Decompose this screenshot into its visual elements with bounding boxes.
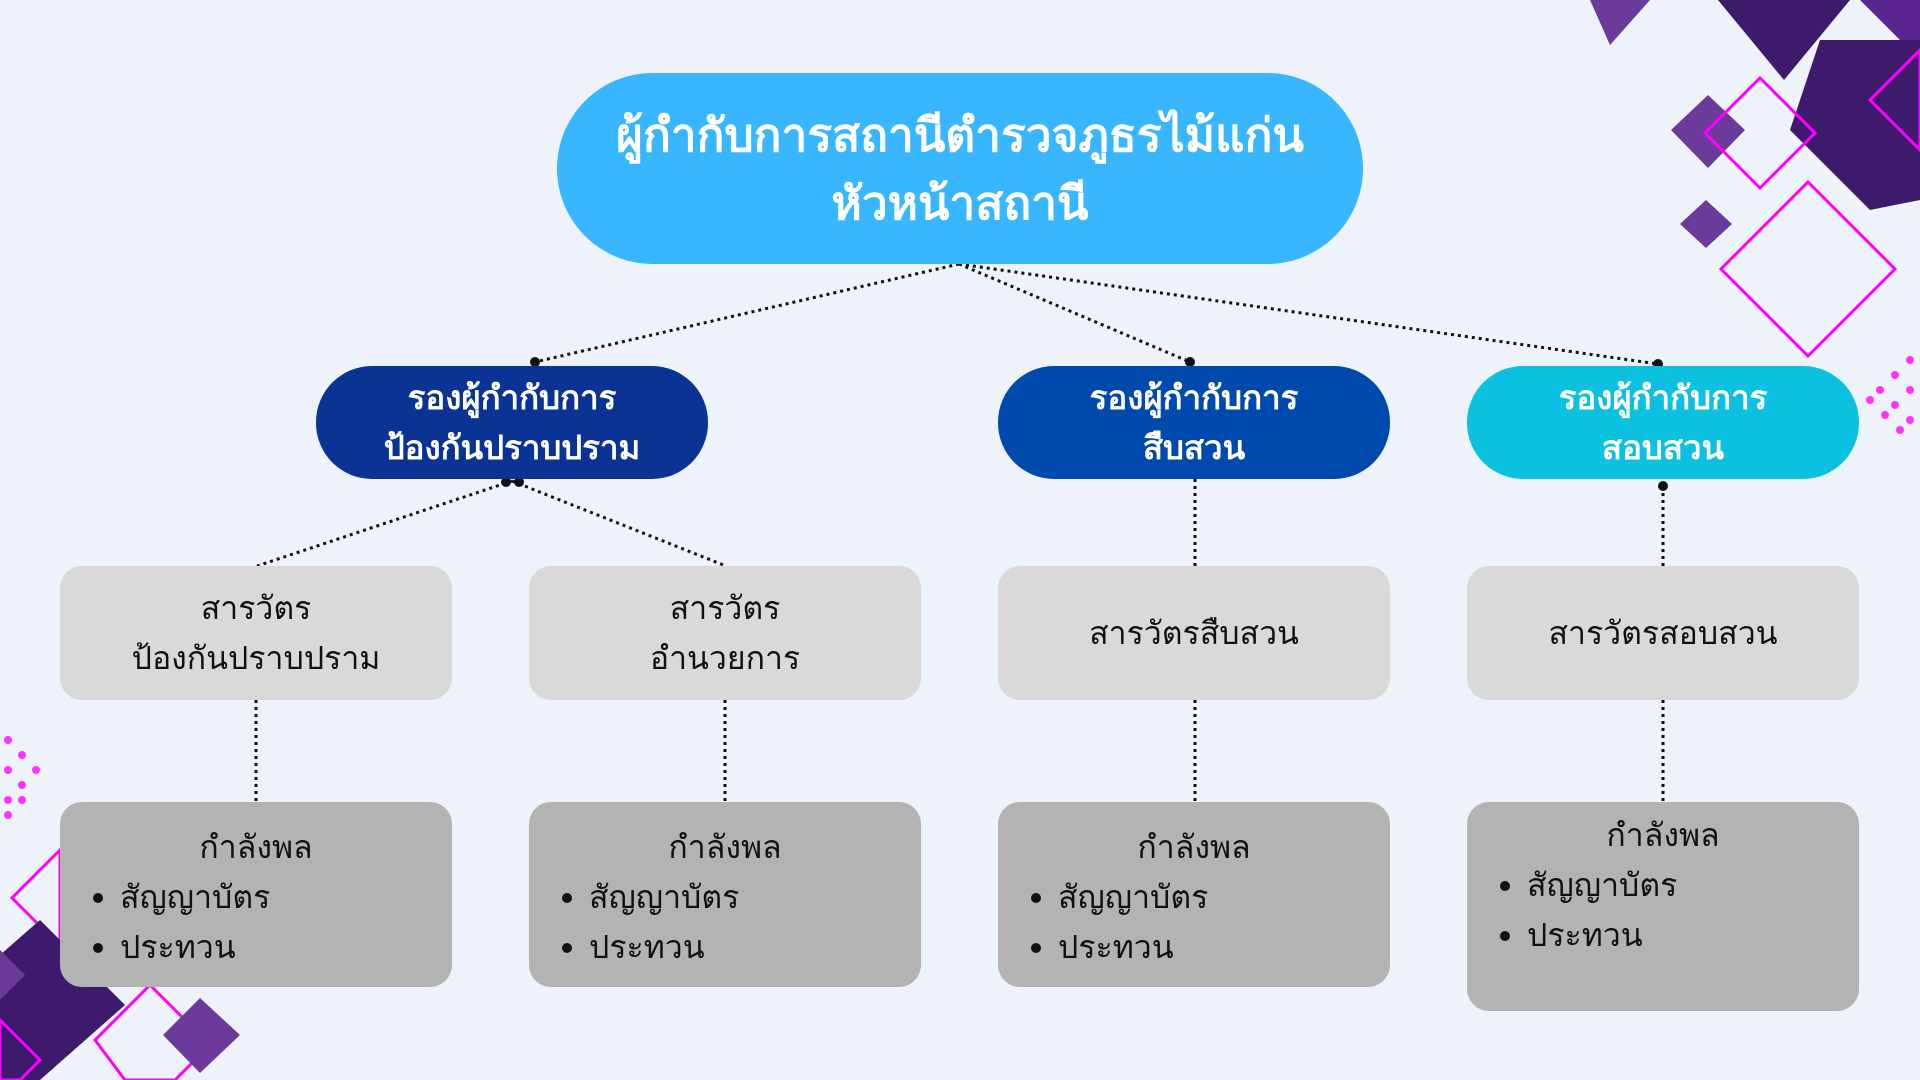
staff-list: สัญญาบัตร ประทวน — [998, 872, 1390, 972]
staff-item: สัญญาบัตร — [1527, 860, 1859, 910]
deputy-investigation-node: รองผู้กำกับการ สืบสวน — [998, 366, 1390, 479]
inspector-label: สารวัตร — [200, 589, 312, 627]
staff-item: สัญญาบัตร — [1058, 872, 1390, 922]
bottom-left-diamonds-icon — [0, 736, 240, 1080]
deputy-label: รองผู้กำกับการ — [1558, 377, 1768, 417]
staff-item: ประทวน — [1058, 922, 1390, 972]
deputy-label: รองผู้กำกับการ — [1089, 377, 1299, 417]
deputy-inquiry-node: รองผู้กำกับการ สอบสวน — [1467, 366, 1859, 479]
inspector-investigation-node: สารวัตรสืบสวน — [998, 566, 1390, 700]
top-right-diamonds-icon — [1590, 0, 1920, 434]
station-chief-node: ผู้กำกับการสถานีตำรวจภูธรไม้แก่น หัวหน้า… — [557, 73, 1363, 264]
staff-node: กำลังพล สัญญาบัตร ประทวน — [1467, 802, 1859, 1011]
inspector-prevention-node: สารวัตร ป้องกันปราบปราม — [60, 566, 452, 700]
staff-list: สัญญาบัตร ประทวน — [529, 872, 921, 972]
deputy-label: รองผู้กำกับการ — [407, 377, 617, 417]
staff-item: สัญญาบัตร — [120, 872, 452, 922]
staff-node: กำลังพล สัญญาบัตร ประทวน — [998, 802, 1390, 987]
station-chief-title: ผู้กำกับการสถานีตำรวจภูธรไม้แก่น — [616, 107, 1304, 162]
staff-title: กำลังพล — [1137, 828, 1251, 866]
staff-item: ประทวน — [589, 922, 921, 972]
staff-node: กำลังพล สัญญาบัตร ประทวน — [60, 802, 452, 987]
inspector-unit: ป้องกันปราบปราม — [131, 639, 381, 677]
staff-item: ประทวน — [120, 922, 452, 972]
staff-title: กำลังพล — [199, 828, 313, 866]
station-chief-role: หัวหน้าสถานี — [831, 175, 1089, 230]
deputy-unit: สืบสวน — [1142, 427, 1246, 467]
staff-title: กำลังพล — [668, 828, 782, 866]
staff-title: กำลังพล — [1606, 816, 1720, 854]
inspector-label: สารวัตร — [669, 589, 781, 627]
staff-item: สัญญาบัตร — [589, 872, 921, 922]
staff-list: สัญญาบัตร ประทวน — [60, 872, 452, 972]
deputy-unit: ป้องกันปราบปราม — [383, 427, 641, 467]
inspector-label: สารวัตรสอบสวน — [1548, 614, 1778, 652]
staff-list: สัญญาบัตร ประทวน — [1467, 860, 1859, 960]
inspector-unit: อำนวยการ — [649, 639, 801, 677]
inspector-label: สารวัตรสืบสวน — [1089, 614, 1299, 652]
deputy-unit: สอบสวน — [1601, 427, 1725, 467]
deputy-prevention-node: รองผู้กำกับการ ป้องกันปราบปราม — [316, 366, 708, 479]
staff-item: ประทวน — [1527, 910, 1859, 960]
inspector-admin-node: สารวัตร อำนวยการ — [529, 566, 921, 700]
staff-node: กำลังพล สัญญาบัตร ประทวน — [529, 802, 921, 987]
inspector-inquiry-node: สารวัตรสอบสวน — [1467, 566, 1859, 700]
